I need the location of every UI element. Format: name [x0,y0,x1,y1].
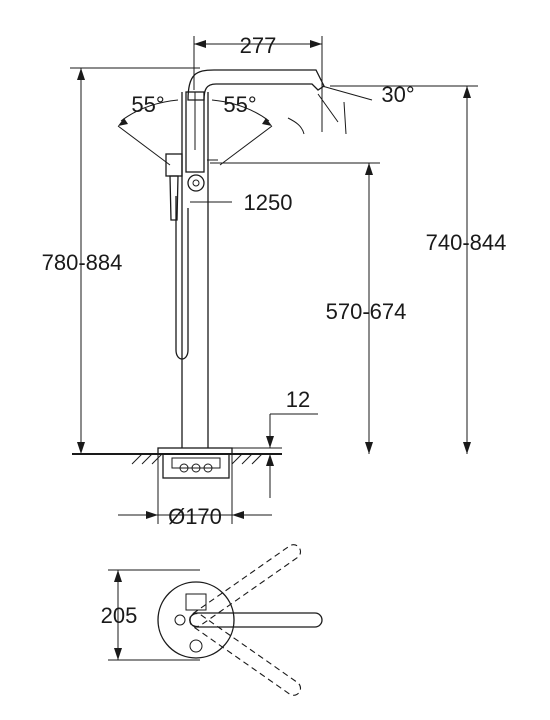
label-floor-gap: 12 [286,387,310,412]
label-spout-reach: 277 [240,33,277,58]
spout [187,69,325,101]
floor-hatch [131,453,263,465]
shower-hose [175,196,189,360]
handle-knob [187,174,205,192]
label-hose-length: 1250 [244,190,293,215]
plan-spout [189,612,323,628]
label-angle-left: 55° [131,92,164,117]
label-spout-angle: 30° [381,82,414,107]
label-handle-height: 570-674 [326,299,407,324]
spout-angle-line [321,85,373,101]
hand-shower [169,175,179,221]
shower-holder [165,153,183,177]
label-spout-height: 740-844 [426,230,507,255]
plan-view [108,544,323,696]
elevation-view [70,36,478,524]
label-plan-depth: 205 [101,603,138,628]
spout-angle-arrow [343,101,347,135]
angle-guide-left [117,125,171,166]
plan-base-circle [157,581,235,659]
plan-spout-swing-down [189,613,302,696]
label-angle-right: 55° [223,92,256,117]
mounting-box [162,453,230,479]
angle-guide-right [219,125,273,166]
label-total-height: 780-884 [42,250,123,275]
label-base-diameter: Ø170 [168,504,222,529]
plan-spout-swing-up [189,544,302,627]
